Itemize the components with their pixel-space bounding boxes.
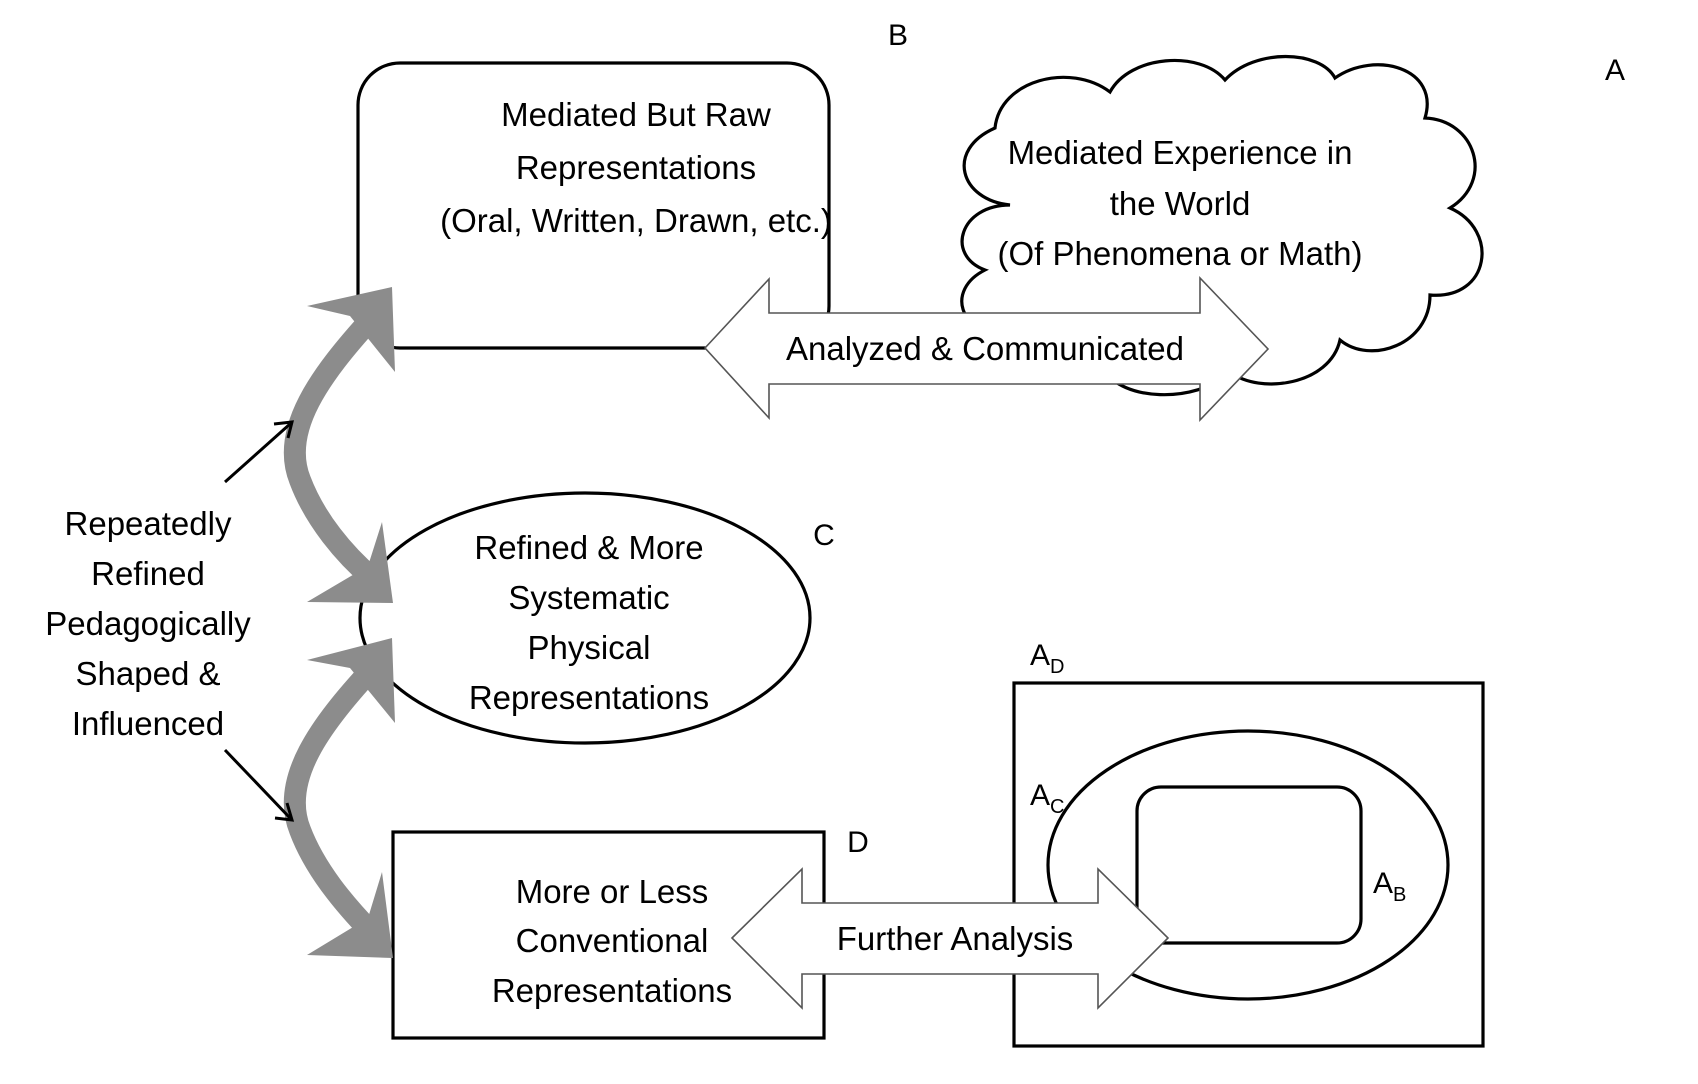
nested-tag-ad-sub: D — [1050, 656, 1064, 678]
gray-arrow-head-up-icon — [307, 638, 395, 723]
node-c-line-3: Physical — [528, 629, 651, 666]
node-a: Mediated Experience in the World (Of Phe… — [960, 54, 1625, 397]
node-a-line-1: Mediated Experience in — [1008, 134, 1353, 171]
side-label-line-1: Repeatedly — [65, 505, 232, 542]
pointer-arrow-upper-line — [224, 422, 291, 484]
side-label-line-5: Influenced — [72, 705, 224, 742]
node-d-line-2: Conventional — [516, 922, 709, 959]
node-b-tag: B — [888, 19, 908, 52]
node-d-line-1: More or Less — [516, 873, 709, 910]
nested-tag-ac: AC — [1030, 779, 1064, 818]
node-c-tag: C — [813, 519, 835, 552]
node-d-line-3: Representations — [492, 972, 732, 1009]
arrow-analyzed-communicated: Analyzed & Communicated — [703, 276, 1270, 422]
pointer-arrow-lower-head-icon — [274, 802, 295, 822]
nested-tag-ad: AD — [1030, 639, 1064, 678]
side-label-line-4: Shaped & — [76, 655, 221, 692]
node-c-ellipse — [358, 491, 812, 745]
nested-tag-ab-base: A — [1373, 867, 1393, 900]
arrow-further-analysis-shape — [730, 867, 1170, 1010]
node-a-line-3: (Of Phenomena or Math) — [998, 235, 1363, 272]
arrow-further-analysis-label: Further Analysis — [837, 920, 1074, 957]
nested-inner-rounded-ab — [1135, 785, 1363, 945]
gray-arrow-head-down-icon — [307, 522, 393, 603]
pointer-arrow-lower-line — [223, 748, 292, 820]
node-b-line-3: (Oral, Written, Drawn, etc.) — [440, 202, 832, 239]
pointer-arrow-upper — [224, 420, 294, 484]
node-b-box — [356, 61, 831, 350]
arrow-analyzed-communicated-shape — [703, 276, 1270, 422]
side-label-line-3: Pedagogically — [45, 605, 251, 642]
node-c-line-4: Representations — [469, 679, 709, 716]
arrow-analyzed-communicated-label: Analyzed & Communicated — [786, 330, 1184, 367]
pointer-arrow-lower — [223, 748, 295, 822]
gray-curved-arrow-upper-body — [283, 310, 381, 587]
side-label: Repeatedly Refined Pedagogically Shaped … — [45, 505, 251, 742]
side-label-line-2: Refined — [91, 555, 205, 592]
gray-curved-arrow-lower — [283, 638, 395, 958]
nested-tag-ab: AB — [1373, 867, 1406, 906]
arrow-further-analysis: Further Analysis — [730, 867, 1170, 1010]
node-c-line-1: Refined & More — [474, 529, 703, 566]
node-b-line-2: Representations — [516, 149, 756, 186]
node-b-line-1: Mediated But Raw — [501, 96, 771, 133]
pointer-arrow-upper-head-icon — [273, 420, 294, 439]
node-c: Refined & More Systematic Physical Repre… — [358, 491, 835, 745]
nested-a-shapes: AD AC AB — [1012, 639, 1485, 1048]
nested-tag-ac-base: A — [1030, 779, 1050, 812]
node-d-tag: D — [847, 826, 869, 859]
gray-arrow-head-down-icon — [307, 872, 393, 958]
node-c-line-2: Systematic — [508, 579, 669, 616]
node-b: Mediated But Raw Representations (Oral, … — [356, 19, 908, 350]
gray-curved-arrow-upper — [283, 287, 395, 603]
nested-tag-ab-sub: B — [1393, 884, 1406, 906]
node-a-tag: A — [1605, 54, 1625, 87]
gray-curved-arrow-lower-body — [283, 661, 381, 941]
gray-arrow-head-up-icon — [307, 287, 395, 372]
nested-tag-ac-sub: C — [1050, 796, 1064, 818]
node-a-line-2: the World — [1110, 185, 1251, 222]
nested-tag-ad-base: A — [1030, 639, 1050, 672]
